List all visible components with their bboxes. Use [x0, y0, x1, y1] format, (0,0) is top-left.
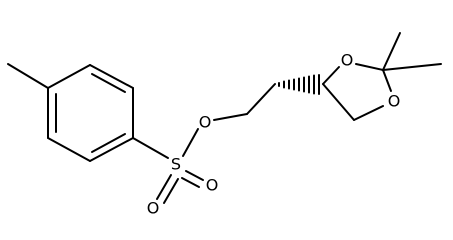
atom-o-s2: O — [206, 176, 219, 195]
bond-ring-4 — [89, 137, 134, 162]
bond-s-o2-b — [181, 177, 200, 188]
bond-ch2-ch2 — [246, 83, 276, 115]
bond-aryl-s — [132, 137, 169, 159]
bond-s-o1-b — [163, 178, 179, 204]
bond-s-o2-a — [185, 170, 204, 181]
bond-ring-inner-2 — [91, 133, 126, 153]
bond-methyl-aryl — [7, 63, 49, 89]
bond-ring-1 — [47, 64, 91, 89]
bond-o3-c5 — [353, 105, 384, 121]
bond-o1-c2 — [355, 63, 384, 71]
structure-diagram: O S O O O O — [7, 32, 442, 218]
hashed-wedge-bond — [278, 74, 320, 95]
atom-s: S — [171, 155, 181, 174]
bond-s-oester — [182, 128, 199, 157]
atom-o-ring-bottom: O — [388, 92, 401, 111]
atom-o-ring-top: O — [341, 51, 354, 70]
atom-o-ester: O — [199, 113, 212, 132]
bond-oester-ch2 — [213, 113, 248, 121]
bond-ring-inner-1 — [91, 73, 126, 93]
bond-ring-5 — [47, 137, 91, 162]
bond-c4-o1 — [322, 66, 340, 85]
bond-c2-methyl-right — [382, 63, 442, 71]
atom-o-s1: O — [147, 199, 160, 218]
bond-s-o1-a — [156, 174, 172, 200]
bond-c2-methyl-top — [382, 32, 401, 71]
bond-c2-o3 — [382, 69, 392, 92]
bond-c5-c4 — [322, 83, 355, 121]
molecule-svg: O S O O O O — [7, 32, 442, 218]
bond-ring-2 — [89, 64, 134, 89]
